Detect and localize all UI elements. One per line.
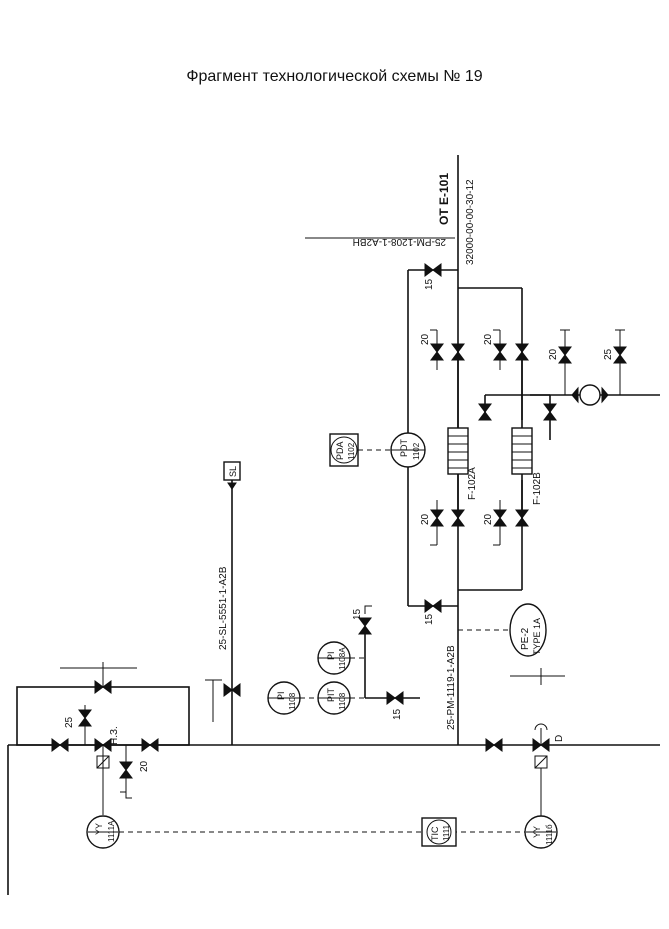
pi-branch (267, 605, 420, 715)
pda-tag: PDA (335, 441, 345, 460)
ot-e101-label: ОТ Е-101 (437, 173, 451, 225)
filter-f102a (447, 343, 469, 527)
pdt-tag: PDT (399, 438, 409, 457)
pump-pe2 (530, 329, 660, 406)
left-vessel (16, 662, 190, 746)
yy-left-tag: YY (94, 823, 104, 835)
line-25pm1208-label: 25-PM-1208-1-A2BH (353, 236, 446, 247)
pi-1108a-tag: PI (326, 651, 336, 660)
pit-1108-num: 1108 (338, 692, 347, 710)
sl-line (205, 461, 241, 745)
header-valve-right[interactable] (485, 738, 503, 752)
filter-vents[interactable] (430, 329, 507, 546)
line-25sl-label: 25-SL-5551-1-A2B (218, 566, 229, 650)
tic-instrument (421, 817, 457, 847)
pdt-num: 1102 (412, 442, 421, 460)
hz-mark: Н.З. (109, 726, 120, 745)
drain-a-size: 20 (420, 513, 431, 525)
pe2-type: TYPE 1A (532, 618, 542, 655)
yy-left-num: 1111A (107, 820, 116, 842)
drain-b-size: 20 (483, 513, 494, 525)
pe2-tag: PE-2 (520, 627, 531, 650)
line-25pm1119-label: 25-PM-1119-1-A2B (446, 645, 457, 730)
pi-top-size: 15 (352, 608, 363, 620)
pump-a-size: 20 (548, 348, 559, 360)
pda-num: 1102 (347, 442, 356, 460)
sl-tag: SL (228, 466, 238, 477)
page-title: Фрагмент технологической схемы № 19 (186, 68, 483, 85)
bottom-main-valve-size: 15 (424, 613, 435, 625)
yy-right-num: 1111б (545, 824, 554, 845)
filter-f102b (511, 343, 533, 527)
pe2-bubble (458, 603, 547, 657)
yy-right-bubble (524, 768, 558, 849)
pi-1108-num: 1108 (288, 692, 297, 710)
yy-left-bubble (86, 800, 120, 849)
filter-a-tag: F-102A (467, 467, 478, 500)
top-main-valve-size: 15 (424, 278, 435, 290)
tic-tag: TIC (430, 826, 440, 841)
left-bottom-size: 20 (139, 760, 150, 772)
filter-b-tag: F-102B (532, 472, 543, 505)
yy-right-tag: YY (532, 826, 542, 838)
tic-num: 1111 (442, 824, 451, 841)
main-line-number: 32000-00-00-30-12 (465, 179, 476, 265)
pdt-instrument (329, 432, 426, 468)
left-header-valves[interactable] (51, 705, 159, 800)
vent-b-size: 20 (483, 333, 494, 345)
left-drain-size: 25 (64, 716, 75, 728)
valve-d-mark: D (554, 735, 565, 742)
vent-a-size: 20 (420, 333, 431, 345)
pi-branch-size: 15 (392, 708, 403, 720)
pi-1108-tag: PI (276, 691, 286, 700)
pit-1108-tag: PIT (326, 687, 336, 702)
pi-1108a-num: 1108A (338, 647, 347, 670)
control-valve-d[interactable] (510, 668, 565, 769)
pump-b-size: 25 (603, 348, 614, 360)
